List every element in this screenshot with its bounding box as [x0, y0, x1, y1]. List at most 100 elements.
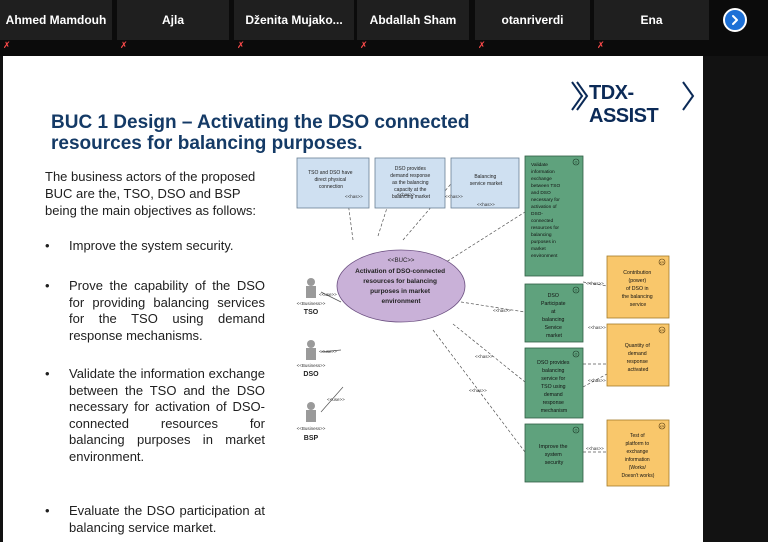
objective-box: O Improve the system security [524, 423, 584, 483]
objective-box: O DSO provides balancing service for TSO… [524, 347, 584, 419]
objective-line: security [545, 460, 564, 466]
actor-bsp: <<Business>> BSP [297, 402, 326, 442]
objective-tag: O [575, 429, 578, 433]
objective-line: exchange [531, 176, 552, 182]
objective-line: balancing [542, 368, 564, 374]
participant-name: Ajla [161, 13, 184, 27]
participant-name: Abdallah Sham [369, 13, 457, 27]
has-label: <<has>> [397, 192, 415, 197]
actor-stereotype: <<Business>> [297, 301, 326, 306]
kpi-line: Contribution [623, 270, 651, 276]
top-box-line: demand response [390, 173, 430, 179]
bullet-marker: • [45, 278, 50, 293]
svg-text:Balancing service mark: Balancing service market [470, 174, 503, 187]
business-use-case: <<BUC>> Activation of DSO-connected reso… [336, 249, 466, 323]
mic-muted-icon: ✗ [360, 40, 368, 50]
use-case-line: purposes in market [370, 288, 431, 295]
participant-name: Ahmed Mamdouh [5, 13, 107, 27]
participant-tile[interactable]: Dženita Mujako... [234, 0, 354, 40]
objective-line: Service [545, 325, 562, 331]
mic-muted-icon: ✗ [478, 40, 486, 50]
logo-text: TDX-ASSIST [589, 82, 659, 127]
participant-tile[interactable]: Ahmed Mamdouh [0, 0, 112, 40]
svg-text:Contribution (power): Contribution (power) of DSO in the balan… [622, 270, 654, 308]
objective-line: system [545, 452, 563, 458]
kpi-line: Quantity of [625, 343, 651, 349]
objective-line: Improve the [539, 444, 567, 450]
business-use-case-diagram: TSO and DSO have direct physical connect… [296, 155, 670, 487]
svg-text:Improve the system: Improve the system security [539, 444, 569, 466]
svg-text:Activation of DSO-connected: Activation of DSO-connected resources fo… [355, 268, 447, 305]
objective-line: information [531, 169, 555, 175]
objective-line: mechanism [541, 408, 568, 414]
svg-text:Quantity of demand: Quantity of demand response activated [625, 343, 652, 373]
objective-tag: O [575, 353, 578, 357]
objective-box: O DSO Participate at balancing Service m… [524, 283, 584, 343]
participant-name: Dženita Mujako... [245, 13, 343, 27]
top-box-line: direct physical [314, 177, 346, 183]
objective-line: purposes in [531, 239, 556, 245]
objective-line: between TSO [531, 183, 561, 189]
use-case-stereotype: <<BUC>> [388, 258, 415, 264]
objective-box: O Validate information exchange between … [524, 155, 584, 277]
actor-links [320, 291, 344, 413]
objective-line: response [543, 400, 564, 406]
connector-lines [342, 163, 608, 453]
objective-line: TSO using [541, 384, 566, 390]
mic-muted-icon: ✗ [3, 40, 11, 50]
kpi-box: KPI Quantity of demand response activate… [606, 323, 670, 387]
mic-muted-icon: ✗ [597, 40, 605, 50]
mic-muted-icon: ✗ [120, 40, 128, 50]
participant-name: otanriverdi [501, 13, 564, 27]
svg-text:DSO provides balancing: DSO provides balancing service for TSO u… [537, 360, 571, 414]
kpi-line: Doesn't works) [622, 473, 655, 479]
actor-name: BSP [304, 435, 319, 442]
kpi-line: (power) [628, 278, 646, 284]
objective-line: DSO [548, 293, 559, 299]
participant-tile[interactable]: otanriverdi [475, 0, 590, 40]
svg-text:DSO Participate: DSO Participate at balancing Service mar… [541, 293, 567, 339]
relation-labels: <<has>> <<has>> <<has>> <<has>> <<has>> … [319, 192, 606, 451]
kpi-line: demand [628, 351, 647, 357]
bullet-marker: • [45, 238, 50, 253]
top-box-line: Balancing [474, 174, 496, 180]
objective-line: balancing [531, 232, 552, 238]
participant-tile[interactable]: Ena [594, 0, 709, 40]
has-label: <<has>> [475, 354, 493, 359]
svg-text:Test of platform to: Test of platform to exchange information… [622, 433, 655, 479]
objective-line: connected [531, 218, 553, 224]
kpi-line: response [627, 359, 648, 365]
objective-line: necessary for [531, 197, 560, 203]
use-label: <<use>> [319, 349, 337, 354]
next-participants-button[interactable] [723, 8, 747, 32]
has-label: <<has>> [588, 325, 606, 330]
logo-chevrons-icon [571, 81, 695, 111]
svg-text:DSO provides demand re: DSO provides demand response as the bala… [390, 166, 431, 200]
slide-intro: The business actors of the proposed BUC … [45, 169, 257, 218]
use-case-line: environment [381, 298, 421, 305]
objective-line: market [546, 333, 562, 339]
participant-strip: Ahmed Mamdouh Ajla Dženita Mujako... Abd… [0, 0, 768, 56]
objective-line: balancing [542, 317, 564, 323]
use-case-line: Activation of DSO-connected [355, 268, 445, 275]
kpi-line: the balancing [622, 294, 653, 300]
participant-tile[interactable]: Ajla [117, 0, 229, 40]
bullet-text: Validate the information exchange betwee… [69, 366, 265, 464]
has-label: <<has>> [586, 446, 604, 451]
kpi-line: of DSO in [626, 286, 649, 292]
top-box-line: capacity at the [394, 187, 426, 193]
top-box-line: balancing market [392, 194, 431, 200]
has-label: <<has>> [586, 281, 604, 286]
mic-muted-icon: ✗ [237, 40, 245, 50]
bullet-text: Improve the system security. [69, 238, 234, 253]
top-box: TSO and DSO have direct physical connect… [296, 157, 370, 209]
objective-line: demand [544, 392, 563, 398]
has-label: <<has>> [469, 388, 487, 393]
objective-line: DSO provides [537, 360, 570, 366]
has-label: <<has>> [588, 378, 606, 383]
bullet-text: Evaluate the DSO participation at balanc… [69, 503, 265, 535]
slide-title: BUC 1 Design – Activating the DSO connec… [51, 112, 470, 154]
kpi-line: platform to [625, 441, 649, 447]
participant-tile[interactable]: Abdallah Sham [357, 0, 469, 40]
objective-line: Validate [531, 162, 548, 168]
